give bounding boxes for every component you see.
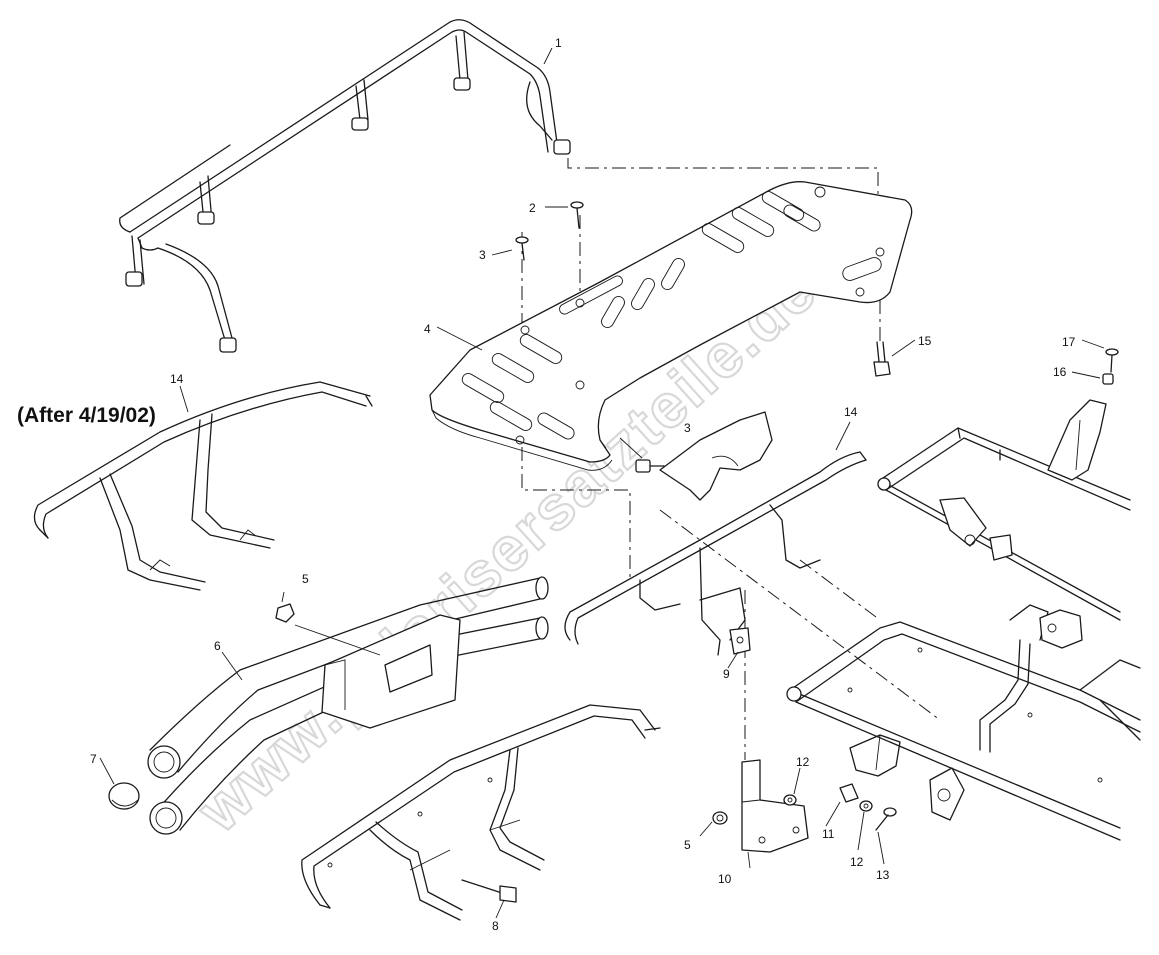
callout-9: 9 <box>723 667 730 681</box>
callout-6: 6 <box>214 639 221 653</box>
callout-16: 16 <box>1053 365 1067 379</box>
bracket-10 <box>741 759 809 853</box>
callout-7: 7 <box>90 752 97 766</box>
front-bumper-rail <box>301 704 661 921</box>
screw-17 <box>1105 348 1119 373</box>
revision-note: (After 4/19/02) <box>17 404 156 427</box>
callout-4: 4 <box>424 322 431 336</box>
washer-12-lower <box>859 800 873 812</box>
screw-2 <box>570 201 584 229</box>
frame-lower <box>786 604 1141 841</box>
callout-17: 17 <box>1062 335 1076 349</box>
callouts: 1 2 3 4 3 15 17 16 14 14 5 6 7 8 9 5 10 … <box>90 36 1076 933</box>
callout-15: 15 <box>918 334 932 348</box>
callout-12-lower: 12 <box>850 855 864 869</box>
callout-2: 2 <box>529 201 536 215</box>
callout-14-left: 14 <box>170 372 184 386</box>
rack-slots <box>461 191 882 440</box>
hitch-bracket <box>849 734 901 777</box>
bracket-9 <box>729 627 751 655</box>
screw-3-lower <box>635 459 665 473</box>
callout-3-lower: 3 <box>684 421 691 435</box>
nut-5-left <box>275 603 295 623</box>
bolt-15 <box>873 341 891 377</box>
bumper-rail-right <box>564 451 867 656</box>
callout-10: 10 <box>718 872 732 886</box>
screw-13 <box>875 807 897 831</box>
callout-5-left: 5 <box>302 572 309 586</box>
tube-bumper <box>147 576 549 835</box>
callout-1: 1 <box>555 36 562 50</box>
callout-5-right: 5 <box>684 838 691 852</box>
callout-13: 13 <box>876 868 890 882</box>
frame-upper <box>877 399 1131 621</box>
callout-14-right: 14 <box>844 405 858 419</box>
callout-8: 8 <box>492 919 499 933</box>
leader-lines <box>99 47 1105 919</box>
callout-12-upper: 12 <box>796 755 810 769</box>
screw-3-upper <box>515 236 529 261</box>
callout-11: 11 <box>822 827 835 841</box>
bolt-8 <box>461 879 517 903</box>
rear-rack-rail <box>119 19 571 353</box>
washer-12-upper <box>783 794 797 806</box>
spacer-11 <box>839 783 859 803</box>
bracket-plate <box>659 411 773 501</box>
end-cap-7 <box>108 782 140 810</box>
washer-16 <box>1102 373 1114 385</box>
callout-3-upper: 3 <box>479 248 486 262</box>
bumper-rail-left <box>33 381 373 591</box>
nut-5-right <box>712 811 728 825</box>
rack-platform <box>429 181 913 471</box>
